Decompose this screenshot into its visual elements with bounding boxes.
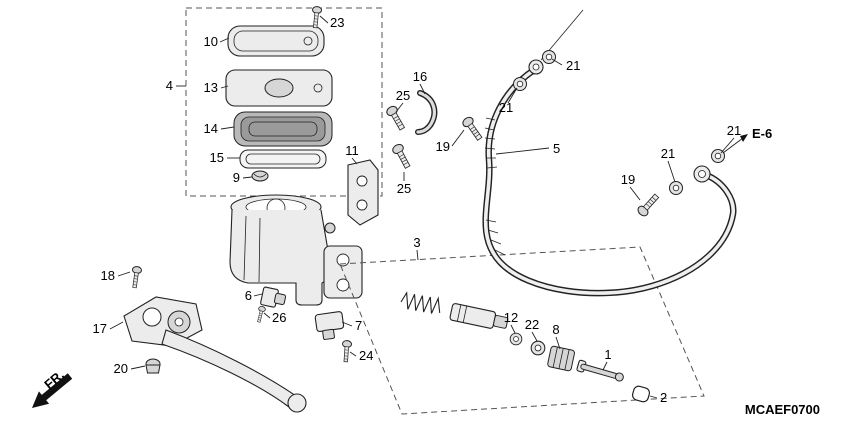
callout-21b: 21 [499, 100, 513, 115]
joint-screw [255, 305, 267, 324]
bracket-bolt-upper [384, 104, 408, 133]
diaphragm [233, 111, 333, 147]
callout-3: 3 [413, 235, 420, 250]
sealing-washer-top-a [542, 50, 556, 64]
callout-14: 14 [204, 121, 218, 136]
bracket-bolt-lower [390, 142, 413, 171]
piston-washer-small [509, 332, 523, 346]
diagram-code: MCAEF0700 [745, 402, 820, 417]
callout-24: 24 [359, 348, 373, 363]
callout-20: 20 [114, 361, 128, 376]
oil-bolt-right [635, 191, 662, 219]
callout-4: 4 [166, 78, 173, 93]
cap-screw [310, 5, 323, 29]
master-cylinder-body [229, 194, 363, 306]
piston-kit-box [339, 246, 705, 415]
leader-lines [109, 15, 735, 399]
sealing-washer-top-b [513, 77, 527, 91]
callout-6: 6 [245, 288, 252, 303]
cap-plate [225, 69, 333, 107]
piston-washer-large [530, 340, 546, 356]
reservoir-cap [227, 25, 325, 57]
callout-21a: 21 [566, 58, 580, 73]
callout-9: 9 [233, 170, 240, 185]
front-direction-marker: FR. [32, 367, 73, 408]
rod-cap [631, 385, 651, 403]
pivot-screw [129, 265, 143, 289]
callout-1: 1 [604, 347, 611, 362]
clutch-lever [123, 296, 307, 413]
callout-10: 10 [204, 34, 218, 49]
callout-21d: 21 [727, 123, 741, 138]
callout-12: 12 [504, 310, 518, 325]
callout-18: 18 [101, 268, 115, 283]
lever-joint-piece [260, 286, 287, 308]
callout-26: 26 [272, 310, 286, 325]
piston-spring [400, 291, 441, 314]
retainer-clip [251, 170, 269, 182]
callout-5: 5 [553, 141, 560, 156]
callout-25a: 25 [396, 88, 410, 103]
piston [449, 303, 509, 329]
callout-22: 22 [525, 317, 539, 332]
push-rod [576, 359, 624, 382]
callout-15: 15 [210, 150, 224, 165]
switch-screw [340, 339, 353, 363]
callout-8: 8 [552, 322, 559, 337]
callout-23: 23 [330, 15, 344, 30]
callout-19a: 19 [436, 139, 450, 154]
sealing-washer-right-a [669, 181, 683, 195]
callout-2: 2 [660, 390, 667, 405]
callout-17: 17 [93, 321, 107, 336]
callout-16: 16 [413, 69, 427, 84]
front-marker-label: FR. [41, 367, 67, 392]
reservoir-bracket [347, 159, 379, 226]
callout-11: 11 [345, 143, 359, 158]
diaphragm-plate [239, 149, 327, 169]
hose-clamp-clip [415, 90, 438, 135]
clutch-switch [314, 311, 345, 340]
callout-21c: 21 [661, 146, 675, 161]
callout-19b: 19 [621, 172, 635, 187]
piston-boot [547, 345, 575, 372]
pivot-nut [145, 358, 161, 374]
frame-ref-label: E-6 [752, 126, 772, 141]
callout-7: 7 [355, 318, 362, 333]
callout-13: 13 [204, 80, 218, 95]
callout-25b: 25 [397, 181, 411, 196]
oil-bolt-left [460, 114, 485, 143]
clutch-hose [482, 9, 737, 297]
frame-ref-arrow [722, 134, 748, 154]
